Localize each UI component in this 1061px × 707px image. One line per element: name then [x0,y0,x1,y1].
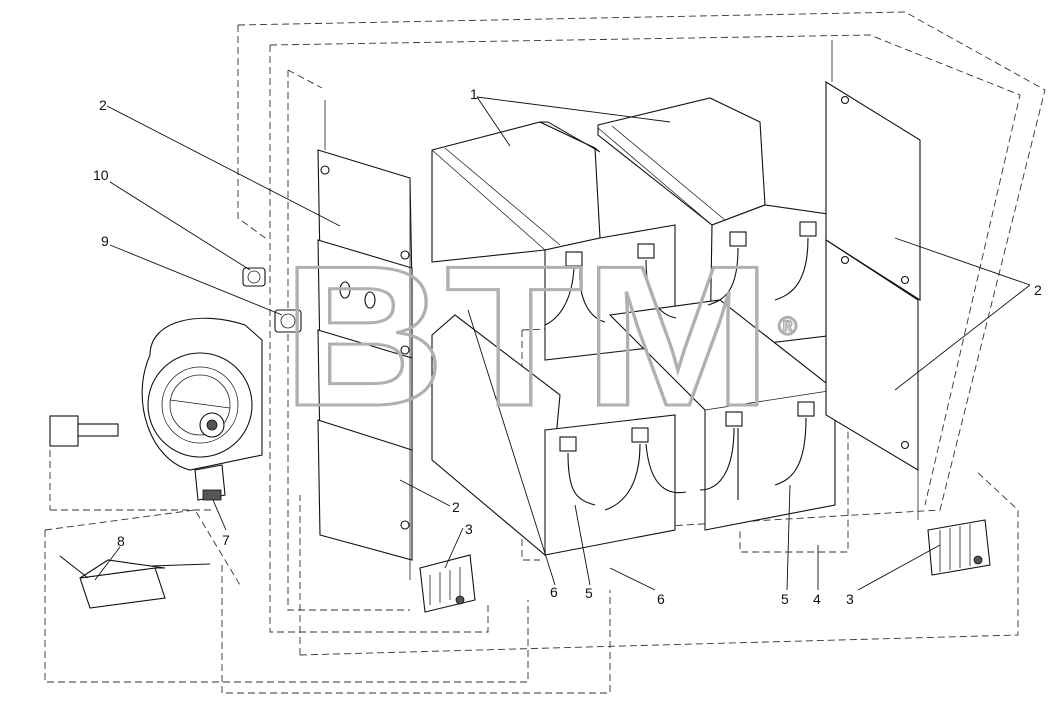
callout-2-right: 2 [1034,282,1042,298]
leader-lines [94,96,1031,591]
callout-2-top: 2 [99,97,107,113]
btm-watermark: BTM ® [281,224,798,450]
callout-5-left: 5 [585,585,593,601]
watermark-registered-mark: ® [778,311,797,341]
battery-cables [544,237,809,511]
dashed-frames [44,11,1046,694]
callout-2-bottom: 2 [452,499,460,515]
callout-10: 10 [93,167,109,183]
part-7-relay [194,464,226,501]
side-plate-right-lower [825,238,919,520]
side-plate-left-lower [317,178,413,580]
callout-1: 1 [470,86,478,102]
blower-fan [141,317,263,471]
callout-labels: 1 2 2 2 3 3 4 5 5 6 6 7 8 9 10 [93,86,1042,607]
callout-6-left: 6 [550,584,558,600]
callout-3-center: 3 [465,521,473,537]
callout-4: 4 [813,591,821,607]
callout-7: 7 [222,532,230,548]
callout-8: 8 [117,533,125,549]
part-8-switch [59,555,211,609]
side-plate-right-upper [825,40,921,302]
watermark-text: BTM [282,225,772,448]
callout-3-right: 3 [846,591,854,607]
callout-6-right: 6 [657,591,665,607]
sensor-plug [49,415,119,447]
battery-terminals [559,221,817,452]
callout-9: 9 [101,233,109,249]
callout-5-right: 5 [781,591,789,607]
terminal-strip-center [419,554,476,613]
terminal-strip-right [927,519,991,576]
connector-part-10 [242,267,266,287]
connector-part-9 [274,309,302,333]
